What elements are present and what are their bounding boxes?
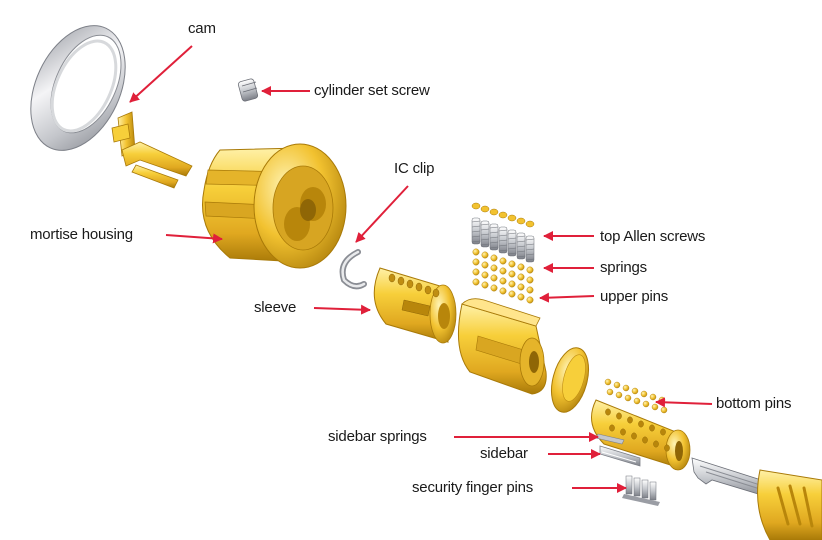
- label-mortise-housing: mortise housing: [30, 226, 133, 243]
- cylinder-set-screw-part: [237, 78, 259, 102]
- arrow-cam: [129, 45, 193, 103]
- label-cylinder-set-screw: cylinder set screw: [314, 82, 430, 99]
- arrow-ic-clip: [355, 185, 409, 243]
- sidebar-part: [595, 433, 641, 467]
- label-ic-clip: IC clip: [394, 160, 435, 177]
- key-part: [691, 457, 822, 540]
- pin-stack-part: [471, 202, 535, 304]
- arrow-upper-pins: [539, 292, 595, 303]
- trim-ring: [30, 25, 126, 151]
- label-bottom-pins: bottom pins: [716, 395, 792, 412]
- cam-part: [111, 111, 193, 189]
- label-top-allen-screws: top Allen screws: [600, 228, 706, 245]
- arrow-sleeve: [313, 304, 371, 315]
- security-finger-pins-part: [622, 475, 660, 506]
- label-upper-pins: upper pins: [600, 288, 669, 305]
- label-sleeve: sleeve: [254, 299, 297, 316]
- sleeve-part: [373, 267, 457, 344]
- mortise-housing-part: [202, 143, 347, 269]
- core-face-cap-part: [550, 347, 590, 413]
- arrow-mortise-housing: [165, 233, 223, 244]
- ic-clip-part: [339, 249, 367, 290]
- label-sidebar-springs: sidebar springs: [328, 428, 427, 445]
- label-springs: springs: [600, 259, 647, 276]
- label-sidebar: sidebar: [480, 445, 528, 462]
- core-part: [457, 298, 547, 395]
- arrow-bottom-pins: [655, 397, 713, 408]
- label-security-finger-pins: security finger pins: [412, 479, 534, 496]
- callout-arrows: [129, 45, 713, 493]
- label-cam: cam: [188, 20, 216, 37]
- plug-part: [591, 399, 691, 471]
